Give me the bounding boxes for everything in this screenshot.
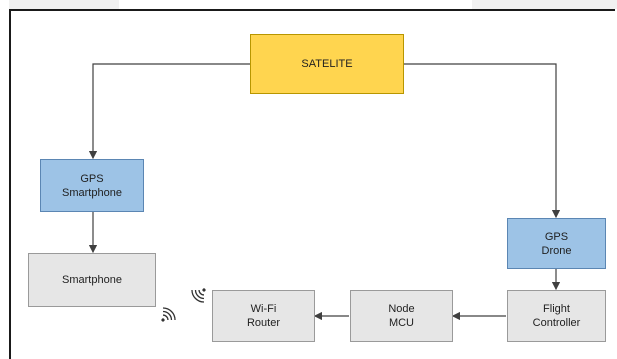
node-mcu-label: Node MCU xyxy=(388,303,415,329)
wireless-signal-icon xyxy=(161,307,176,322)
satelite-label: SATELITE xyxy=(301,58,353,70)
top-right-shade xyxy=(472,0,617,9)
satelite-node: SATELITE xyxy=(250,34,404,94)
wireless-signal-icon xyxy=(191,288,206,303)
node-mcu-node: Node MCU xyxy=(350,290,453,342)
wifi-router-label: Wi-Fi Router xyxy=(246,303,281,329)
top-left-shade xyxy=(9,0,119,9)
edge-satelite-gps-drone xyxy=(404,63,561,219)
flight-controller-label: Flight Controller xyxy=(532,303,581,329)
gps-smartphone-label: GPS Smartphone xyxy=(62,172,122,199)
gps-drone-label: GPS Drone xyxy=(541,230,572,257)
gps-drone-node: GPS Drone xyxy=(507,218,606,269)
flight-controller-node: Flight Controller xyxy=(507,290,606,342)
wifi-router-node: Wi-Fi Router xyxy=(212,290,315,342)
smartphone-label: Smartphone xyxy=(62,274,122,286)
gps-smartphone-node: GPS Smartphone xyxy=(40,159,144,212)
diagram-frame xyxy=(9,9,615,359)
edge-satelite-gps-smartphone xyxy=(88,63,250,160)
smartphone-node: Smartphone xyxy=(28,253,156,307)
